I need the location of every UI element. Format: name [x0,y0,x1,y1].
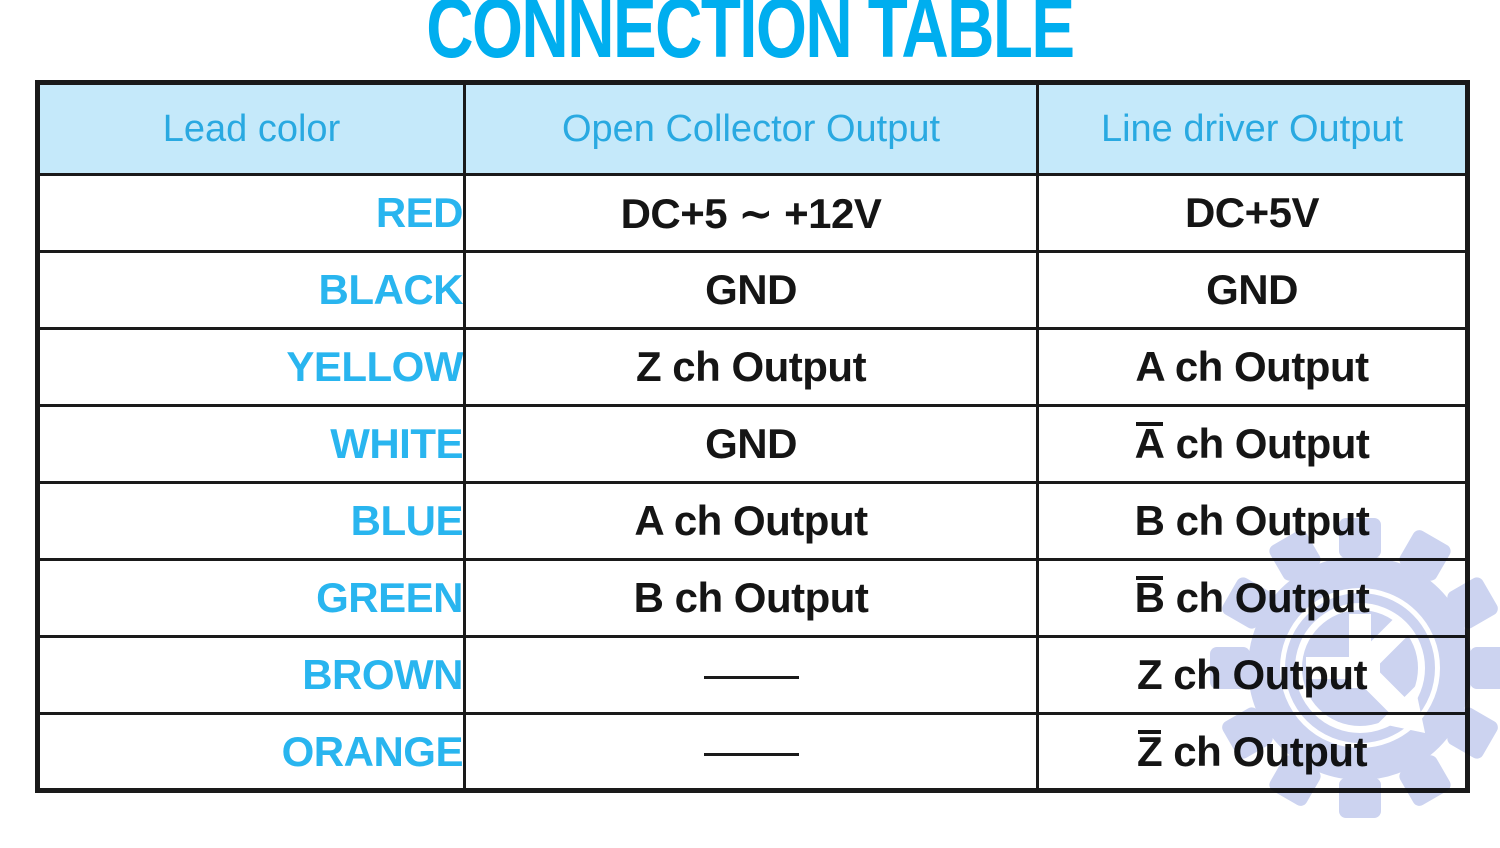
lead-color-cell: BLUE [36,481,466,561]
column-header-lead-color: Lead color [36,81,466,176]
dash-placeholder [703,676,799,680]
open-collector-output-cell: GND [463,250,1039,330]
page-title-text: CONNECTION TABLE [426,0,1075,75]
open-collector-output-cell [463,712,1039,792]
column-header-open-collector-output: Open Collector Output [463,81,1039,176]
lead-color-cell: YELLOW [36,327,466,407]
lead-color-cell: BROWN [36,635,466,715]
line-driver-output-cell: B ch Output [1036,558,1469,638]
overline-letter: Z [1136,727,1163,775]
table-row-orange: ORANGE Z ch Output [36,712,1469,792]
lead-color-cell: RED [36,173,466,253]
open-collector-output-cell: GND [463,404,1039,484]
open-collector-output-cell: Z ch Output [463,327,1039,407]
table-header-row: Lead color Open Collector Output Line dr… [36,81,1469,176]
overline-letter: A [1134,420,1165,467]
line-driver-output-cell: Z ch Output [1036,635,1469,715]
column-header-line-driver-output: Line driver Output [1036,81,1469,176]
open-collector-output-cell: A ch Output [463,481,1039,561]
lead-color-cell: GREEN [36,558,466,638]
page-title: CONNECTION TABLE [0,0,1500,70]
open-collector-output-cell: B ch Output [463,558,1039,638]
line-driver-output-cell: A ch Output [1036,404,1469,484]
open-collector-output-cell [463,635,1039,715]
overline-letter: B [1134,574,1165,621]
open-collector-output-cell: DC+5 ∼ +12V [463,173,1039,253]
line-driver-output-cell: Z ch Output [1036,712,1469,792]
line-driver-output-cell: B ch Output [1036,481,1469,561]
line-driver-output-cell: DC+5V [1036,173,1469,253]
lead-color-cell: ORANGE [36,712,466,792]
lead-color-cell: BLACK [36,250,466,330]
table-row-brown: BROWN Z ch Output [36,635,1469,715]
line-driver-output-cell: A ch Output [1036,327,1469,407]
line-driver-output-cell: GND [1036,250,1469,330]
lead-color-cell: WHITE [36,404,466,484]
dash-placeholder [703,752,799,756]
connection-table: Lead color Open Collector Output Line dr… [35,80,1470,793]
